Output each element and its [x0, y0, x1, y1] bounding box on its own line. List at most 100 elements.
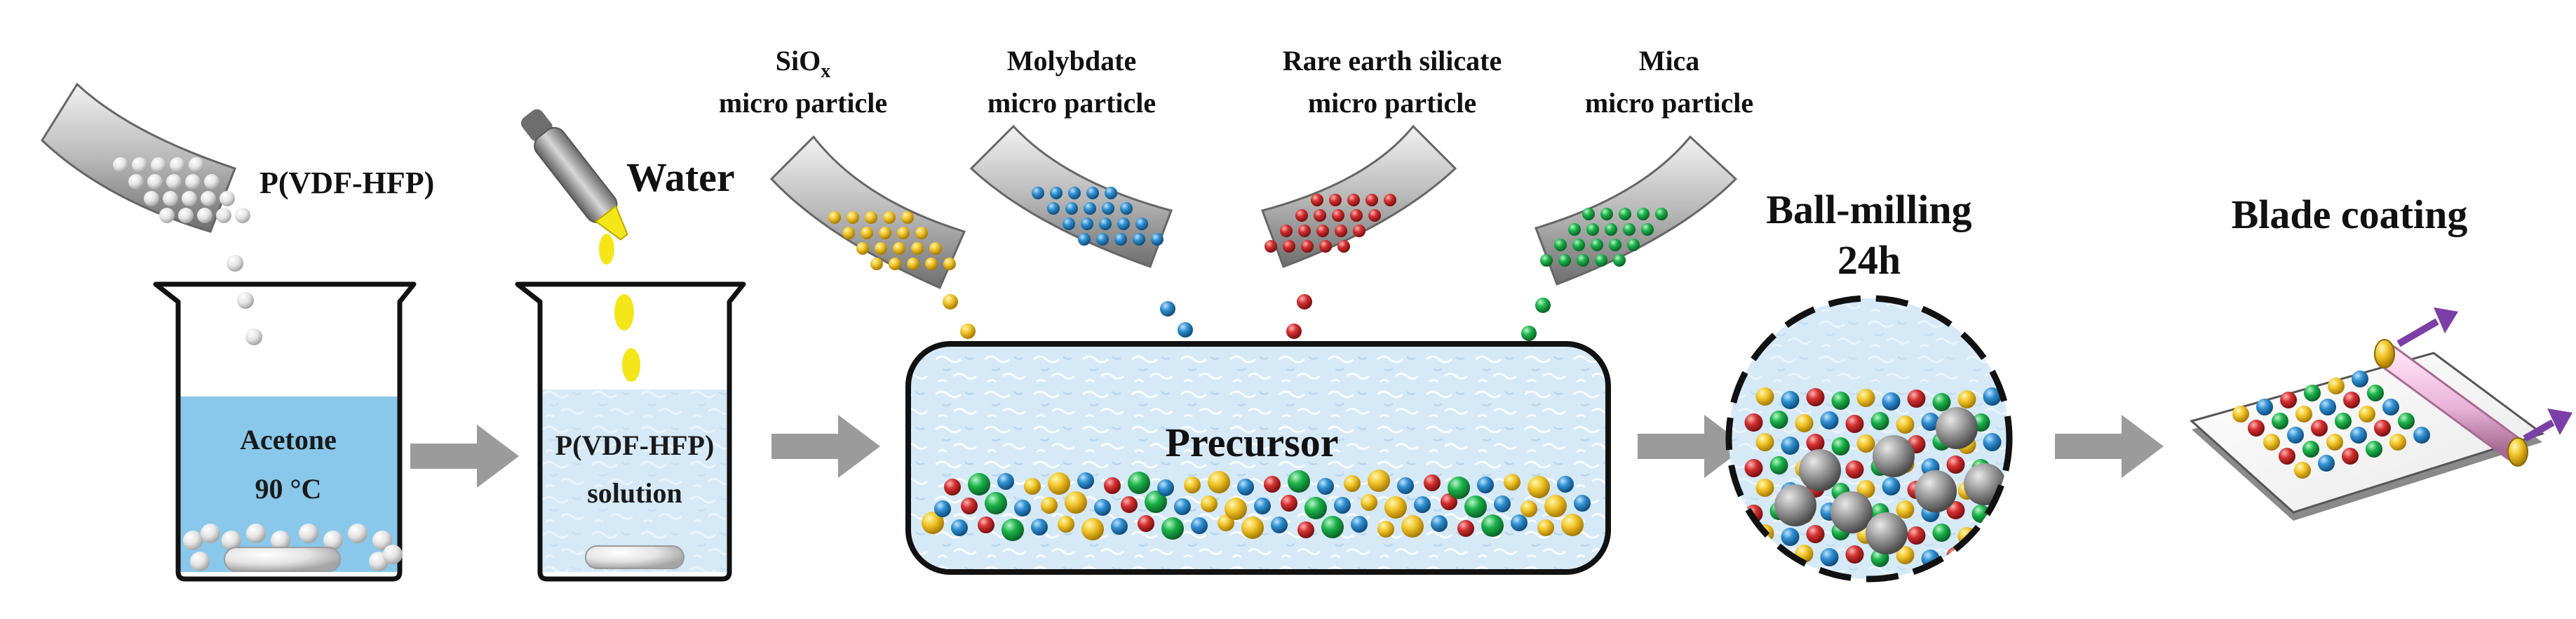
siox-label: SiOx micro particle — [719, 45, 887, 119]
molybdate-particle — [1031, 519, 1048, 535]
siox-particle — [1896, 546, 1915, 564]
precursor-tank — [905, 341, 1611, 575]
siox-particle — [922, 512, 944, 534]
molybdate-particle — [1078, 233, 1091, 246]
siox-sub: x — [821, 60, 830, 82]
rare-earth-particle — [1314, 209, 1326, 222]
siox-particle — [1081, 518, 1104, 540]
mica-particle — [2367, 385, 2384, 401]
siox-particle — [1344, 475, 1361, 492]
rare-earth-particle — [1744, 413, 1763, 432]
mica-particle — [1641, 223, 1654, 236]
polymer-pellet — [190, 552, 210, 571]
polymer-particle — [144, 191, 159, 206]
rare-earth-name: Rare earth silicate — [1283, 45, 1502, 76]
mica-particle — [1655, 208, 1668, 220]
molybdate-particle — [1351, 516, 1368, 533]
molybdate-particle — [1397, 477, 1414, 494]
siox-particle — [856, 242, 869, 255]
rare-earth-particle — [1946, 455, 1965, 474]
mica-particle — [1464, 495, 1487, 518]
rare-earth-particle — [1316, 225, 1329, 237]
molybdate-particle — [1334, 497, 1351, 514]
siox-particle — [1368, 470, 1390, 492]
siox-particle — [1384, 496, 1407, 519]
siox-particle — [907, 258, 919, 270]
molybdate-name: Molybdate — [1007, 45, 1136, 76]
molybdate-particle — [1063, 218, 1075, 230]
rare-earth-particle — [1384, 194, 1396, 206]
water-drops — [599, 234, 640, 382]
polymer-particle — [178, 208, 194, 223]
molybdate-particle — [1117, 218, 1130, 230]
mica-particle — [1627, 239, 1640, 251]
mica-particle — [1321, 516, 1344, 538]
siox-particle — [1065, 491, 1087, 514]
molybdate-particle — [1983, 387, 2002, 406]
mica-particle — [2304, 385, 2321, 401]
rare-earth-particle — [1441, 493, 1457, 510]
ball-milling-label: Ball-milling — [1766, 187, 1971, 232]
molybdate-particle — [1133, 233, 1145, 246]
motion-arrow-icon-1 — [2396, 307, 2458, 347]
molybdate-particle — [1086, 187, 1099, 199]
polymer-falling-particles — [227, 255, 262, 345]
mica-micro-label: micro particle — [1585, 87, 1753, 119]
molybdate-particle — [1111, 518, 1128, 535]
water-label: Water — [626, 154, 735, 200]
molybdate-particle — [1114, 233, 1127, 246]
rare-earth-particle — [1845, 460, 1864, 479]
siox-particle — [1957, 390, 1976, 408]
rare-earth-particle — [1265, 240, 1277, 253]
siox-particle — [1544, 495, 1567, 517]
precursor-label: Precursor — [1166, 420, 1339, 465]
milling-ball — [1830, 491, 1873, 533]
solution-label-line1: P(VDF-HFP) — [555, 430, 715, 461]
rare-earth-particle — [1946, 501, 1965, 519]
milling-ball — [1799, 449, 1841, 491]
siox-particle — [828, 211, 841, 224]
rare-earth-particle — [1907, 390, 1926, 408]
mica-particle — [1623, 223, 1636, 236]
rare-earth-particle — [1907, 526, 1926, 545]
molybdate-particle — [1254, 498, 1271, 514]
rare-earth-particle — [2342, 448, 2359, 465]
mica-particle — [1971, 550, 1990, 568]
polymer-particle — [182, 191, 197, 206]
mica-label: Mica micro particle — [1585, 45, 1753, 119]
mica-particle — [985, 492, 1007, 514]
rare-earth-particle — [1264, 476, 1281, 493]
molybdate-particle — [1099, 218, 1112, 230]
rare-earth-particle — [1457, 520, 1474, 537]
siox-particle — [2359, 406, 2375, 422]
siox-particle — [1537, 519, 1554, 536]
siox-particle — [865, 211, 877, 224]
process-arrow-icon-4 — [2055, 415, 2164, 478]
siox-particle — [2294, 462, 2311, 479]
siox-particle — [883, 211, 896, 224]
siox-particle — [2328, 378, 2345, 394]
mica-particle — [2272, 413, 2288, 430]
polymer-label: P(VDF-HFP) — [259, 166, 434, 200]
rare-earth-particle — [1365, 194, 1378, 206]
molybdate-particle — [1983, 524, 2002, 543]
polymer-particle — [185, 174, 201, 189]
siox-particle — [925, 258, 938, 270]
siox-particle — [1561, 514, 1584, 536]
molybdate-particle — [1820, 548, 1839, 566]
rare-earth-particle — [1332, 209, 1344, 222]
mica-particle — [968, 473, 990, 495]
siox-particle — [879, 227, 891, 239]
molybdate-particle — [1494, 495, 1511, 512]
rare-earth-particle — [1298, 225, 1311, 237]
milling-ball — [1774, 484, 1816, 526]
molybdate-particle — [1065, 202, 1078, 215]
mica-particle — [1554, 239, 1567, 251]
rare-earth-particle — [1424, 474, 1441, 491]
rare-earth-particle — [2279, 448, 2295, 465]
polymer-pellet — [323, 531, 343, 550]
mica-particle — [1605, 223, 1617, 236]
molybdate-particle — [1068, 187, 1081, 199]
mica-particle — [1161, 517, 1184, 540]
